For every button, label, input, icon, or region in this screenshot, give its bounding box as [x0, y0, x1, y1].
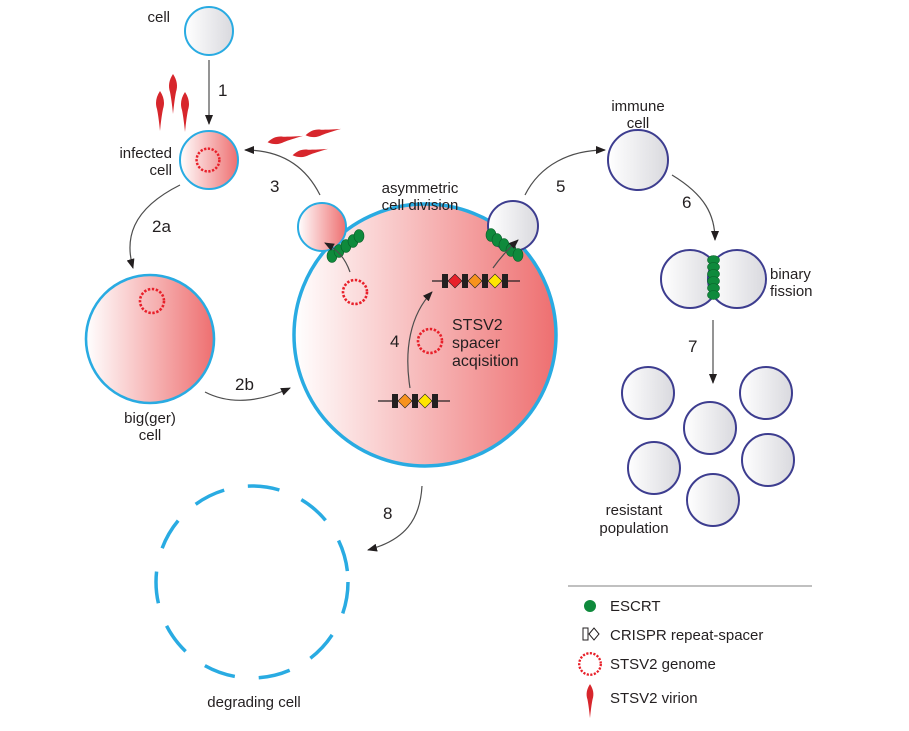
degrading-cell-label: degrading cell — [207, 694, 300, 711]
arrow-step-2b — [204, 387, 291, 401]
legend-virion: STSV2 virion — [610, 690, 698, 707]
arrow-genome-to-bud — [324, 242, 351, 273]
resistant-population-label-line2: population — [599, 520, 668, 537]
bigger-cell-label-line2: cell — [139, 427, 162, 444]
arrow-step-5 — [524, 146, 606, 196]
infected-cell-circle — [179, 130, 239, 190]
virion-legend-icon — [586, 684, 594, 719]
infected-cell-label-line2: cell — [149, 162, 172, 179]
released-virions-icon — [266, 125, 342, 159]
spacer-acquisition-line2: spacer — [452, 335, 501, 352]
immune-cell-label-line1: immune — [611, 98, 664, 115]
bigger-cell-label-line1: big(ger) — [124, 410, 176, 427]
escrt-legend-icon — [584, 600, 596, 612]
budding-infected-cell — [297, 202, 347, 252]
crispr-legend-icon — [582, 627, 600, 641]
arrow-step-8 — [367, 485, 423, 552]
step-3-label: 3 — [270, 177, 279, 196]
escrt-ring-right — [485, 228, 524, 262]
legend-genome: STSV2 genome — [610, 656, 716, 673]
immune-cell-circle — [607, 129, 669, 191]
virion-icon — [156, 74, 189, 132]
bigger-cell-circle — [84, 273, 216, 405]
crispr-array-lower — [378, 393, 450, 409]
infected-cell-label-line1: infected — [119, 145, 172, 162]
legend-crispr: CRISPR repeat-spacer — [610, 627, 763, 644]
genome-legend-icon — [578, 652, 602, 676]
arrow-step-6 — [671, 174, 719, 241]
resistant-population-cells — [621, 366, 795, 527]
asymmetric-label-line1: asymmetric — [382, 180, 459, 197]
cell-circle — [184, 6, 234, 56]
cell-label: cell — [147, 9, 170, 26]
step-6-label: 6 — [682, 193, 691, 212]
resistant-population-label-line1: resistant — [606, 502, 664, 519]
dividing-cell-circle — [292, 202, 558, 468]
degrading-cell-circle — [154, 484, 350, 680]
asymmetric-label-line2: cell division — [382, 197, 459, 214]
step-2b-label: 2b — [235, 375, 254, 394]
immune-cell-label-line2: cell — [627, 115, 650, 132]
escrt-ring-fission — [707, 255, 720, 300]
spacer-acquisition-line1: STSV2 — [452, 317, 503, 334]
legend-escrt: ESCRT — [610, 598, 661, 615]
step-4-label: 4 — [390, 332, 399, 351]
step-8-label: 8 — [383, 504, 392, 523]
escrt-ring-left — [326, 229, 365, 263]
binary-fission-label-line1: binary — [770, 266, 811, 283]
spacer-acquisition-line3: acqisition — [452, 353, 519, 370]
arrow-array-to-bud — [492, 239, 519, 269]
step-5-label: 5 — [556, 177, 565, 196]
step-7-label: 7 — [688, 337, 697, 356]
crispr-array-upper — [432, 273, 520, 289]
step-1-label: 1 — [218, 81, 227, 100]
arrow-step-3 — [244, 146, 321, 196]
legend: ESCRT CRISPR repeat-spacer STSV2 genome … — [578, 598, 763, 719]
binary-fission-label-line2: fission — [770, 283, 813, 300]
arrow-step-2a — [126, 184, 181, 269]
step-2a-label: 2a — [152, 217, 171, 236]
arrow-step-4 — [407, 291, 433, 389]
